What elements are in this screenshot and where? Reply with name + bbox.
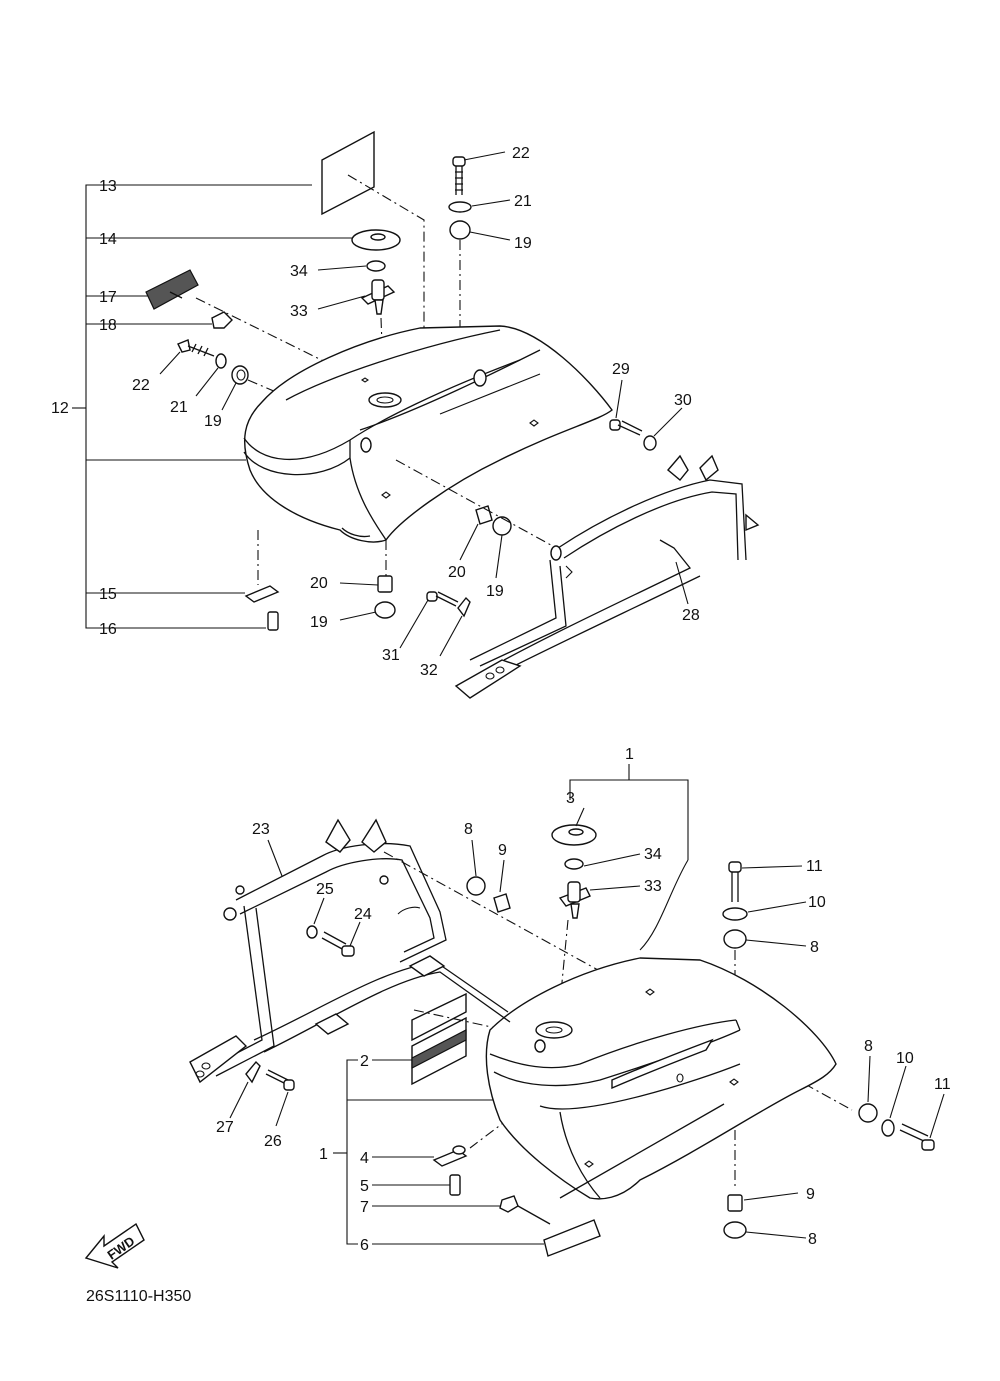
callout-25: 25 (316, 881, 334, 898)
callout-20-lower: 20 (310, 575, 328, 592)
callout-11-top: 11 (806, 858, 823, 875)
callout-19-left: 19 (204, 413, 222, 430)
nut-18 (211, 311, 233, 329)
washer-21 (215, 353, 227, 369)
collar-8-right (858, 1103, 878, 1123)
callout-24: 24 (354, 906, 372, 923)
washer-10-top (722, 907, 748, 921)
callout-22-left: 22 (132, 377, 150, 394)
collar-19-lower (374, 601, 396, 619)
bolt-26 (283, 1079, 295, 1091)
callout-21-top: 21 (514, 193, 532, 210)
callout-10-right: 10 (896, 1050, 914, 1067)
callout-8-bottom: 8 (808, 1231, 817, 1248)
callout-4: 4 (360, 1150, 369, 1167)
callout-8-left: 8 (464, 821, 473, 838)
callout-10-top: 10 (808, 894, 826, 911)
callout-19-right: 19 (486, 583, 504, 600)
collar-8-bottom (723, 1221, 747, 1239)
callout-3: 3 (566, 790, 575, 807)
plate-32 (457, 596, 471, 618)
callout-6: 6 (360, 1237, 369, 1254)
callout-9-left: 9 (498, 842, 507, 859)
bolt-31 (426, 591, 438, 602)
collar-19 (231, 365, 249, 385)
bolt-11-right (921, 1139, 935, 1151)
collar-19-top (449, 220, 471, 240)
callout-34-lower: 34 (644, 846, 662, 863)
fwd-arrow-icon: FWD (84, 1222, 145, 1269)
screw-5 (449, 1174, 461, 1196)
lower-assembly: 1 3 34 33 11 10 8 8 10 11 9 8 8 9 23 25 … (189, 746, 951, 1257)
callout-23: 23 (252, 821, 270, 838)
callout-9-lower: 9 (806, 1186, 815, 1203)
callout-1-top: 1 (625, 746, 634, 763)
spacer-9-left (493, 893, 511, 913)
collar-8-top (723, 929, 747, 949)
saddlebag-right (485, 957, 837, 1200)
callout-17: 17 (99, 289, 117, 306)
upper-assembly: 12 13 14 17 18 15 16 22 21 19 34 33 22 2… (51, 130, 760, 699)
washer-10-right (881, 1119, 895, 1137)
callout-21-left: 21 (170, 399, 188, 416)
callout-8-top: 8 (810, 939, 819, 956)
saddlebag-left (243, 325, 613, 543)
callout-33-top: 33 (290, 303, 308, 320)
stay-15 (244, 585, 280, 603)
collar-8-left (466, 876, 486, 896)
callout-7: 7 (360, 1199, 369, 1216)
callout-1-side: 1 (319, 1146, 328, 1163)
plate-27 (245, 1060, 261, 1084)
callout-15: 15 (99, 586, 117, 603)
callout-27: 27 (216, 1119, 234, 1136)
warning-label-13 (321, 130, 375, 216)
callout-30: 30 (674, 392, 692, 409)
callout-26: 26 (264, 1133, 282, 1150)
washer-30 (643, 435, 657, 451)
screw-16 (267, 611, 279, 631)
stay-23 (189, 818, 511, 1084)
diagram-code: 26S1110-H350 (86, 1288, 191, 1305)
callout-20-right: 20 (448, 564, 466, 581)
spacer-20-lower (377, 575, 393, 593)
callout-5: 5 (360, 1178, 369, 1195)
reflector-17 (145, 269, 199, 310)
callout-29: 29 (612, 361, 630, 378)
callout-33-lower: 33 (644, 878, 662, 895)
bolt-29 (609, 419, 621, 431)
reflector-6 (543, 1219, 601, 1257)
washer-34-lower (564, 858, 584, 870)
callout-2: 2 (360, 1053, 369, 1070)
collar-19-right (492, 516, 512, 536)
callout-13: 13 (99, 178, 117, 195)
spacer-9-lower (727, 1194, 743, 1212)
nut-7 (499, 1195, 519, 1213)
callout-32: 32 (420, 662, 438, 679)
callout-19-top: 19 (514, 235, 532, 252)
callout-34-top: 34 (290, 263, 308, 280)
callout-18: 18 (99, 317, 117, 334)
callout-12: 12 (51, 400, 69, 417)
callout-16: 16 (99, 621, 117, 638)
callout-22-top: 22 (512, 145, 530, 162)
washer-21-top (448, 201, 472, 213)
callout-8-right: 8 (864, 1038, 873, 1055)
washer-34 (366, 260, 386, 272)
callout-11-right: 11 (934, 1076, 951, 1093)
callout-28: 28 (682, 607, 700, 624)
group-12-bracket (85, 184, 98, 629)
bolt-22-top (452, 156, 466, 167)
callout-31: 31 (382, 647, 400, 664)
callout-14: 14 (99, 231, 117, 248)
bolt-11-top (728, 861, 742, 873)
stay-28 (454, 454, 760, 699)
callout-19-lower: 19 (310, 614, 328, 631)
bolt-22 (177, 339, 191, 353)
washer-25 (306, 925, 318, 939)
bolt-24 (341, 945, 355, 957)
